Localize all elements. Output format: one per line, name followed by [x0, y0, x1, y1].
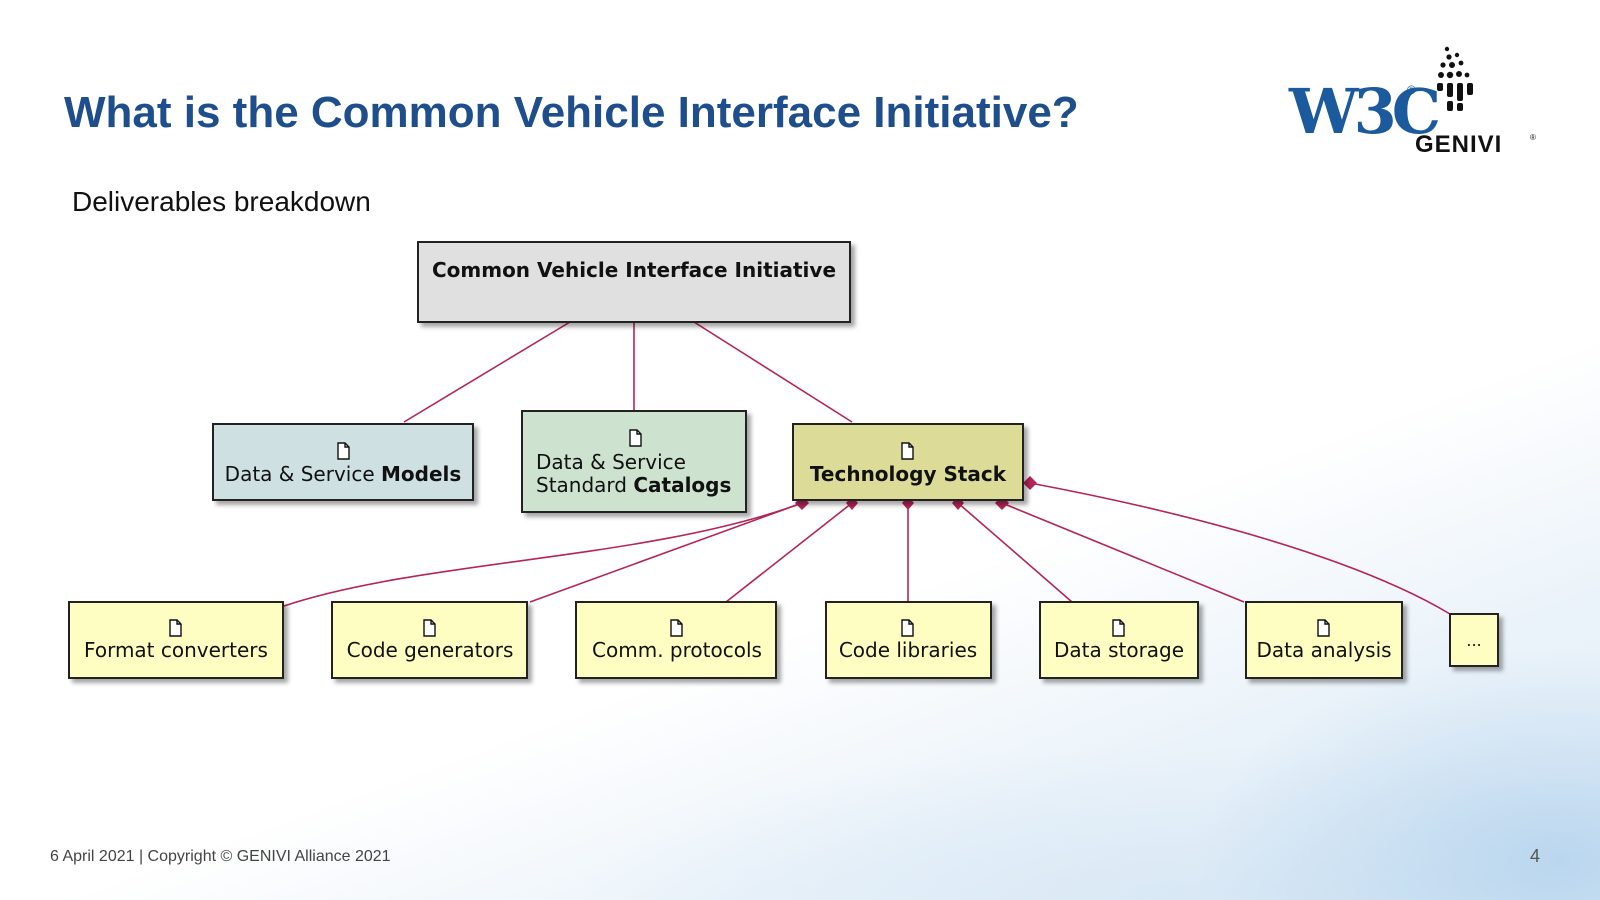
document-icon: [1317, 619, 1330, 637]
logo-area: W3C ® GENIVI ®: [1285, 45, 1545, 165]
connector-format-converters: [283, 502, 803, 607]
node-data-service-models: Data & Service Models: [212, 423, 474, 501]
page-number: 4: [1530, 846, 1541, 866]
leaf-label: Data analysis: [1256, 638, 1391, 662]
connector-data-storage: [957, 502, 1073, 603]
document-icon: [629, 429, 642, 447]
genivi-dots-icon: [1437, 46, 1473, 111]
root-connectors: [403, 321, 853, 423]
node-data-service-catalogs: Data & Service Standard Catalogs: [521, 410, 747, 513]
slide-subtitle: Deliverables breakdown: [72, 186, 371, 217]
connector-root-models: [403, 321, 571, 423]
leaf-label: ...: [1466, 631, 1481, 650]
document-icon: [901, 619, 914, 637]
document-icon: [423, 619, 436, 637]
node-data-analysis: Data analysis: [1245, 601, 1403, 679]
connector-more: [1029, 482, 1451, 615]
slide-title: What is the Common Vehicle Interface Ini…: [64, 88, 1079, 137]
technology-connectors: [283, 482, 1451, 615]
node-data-storage: Data storage: [1039, 601, 1199, 679]
connector-code-generators: [529, 502, 803, 603]
connector-data-analysis: [1001, 502, 1245, 603]
node-catalogs-line2: Standard Catalogs: [536, 473, 731, 497]
node-technology-label: Technology Stack: [810, 462, 1007, 486]
document-icon: [901, 442, 914, 460]
node-models-label: Data & Service Models: [225, 462, 462, 486]
document-icon: [670, 619, 683, 637]
node-comm-protocols: Comm. protocols: [575, 601, 777, 679]
node-root-label: Common Vehicle Interface Initiative: [432, 258, 836, 282]
connector-comm-protocols: [725, 502, 853, 603]
leaf-label: Format converters: [84, 638, 268, 662]
node-more: ...: [1449, 613, 1499, 667]
document-icon: [169, 619, 182, 637]
document-icon: [1112, 619, 1125, 637]
w3c-registered-mark: ®: [1407, 83, 1416, 97]
node-code-generators: Code generators: [331, 601, 528, 679]
leaf-label: Comm. protocols: [592, 638, 762, 662]
genivi-registered-mark: ®: [1530, 133, 1536, 142]
leaf-label: Data storage: [1054, 638, 1184, 662]
leaf-label: Code generators: [347, 638, 514, 662]
genivi-logo: GENIVI: [1415, 131, 1503, 158]
node-catalogs-line1: Data & Service: [536, 450, 686, 474]
connector-root-technology: [693, 321, 853, 423]
leaf-label: Code libraries: [839, 638, 977, 662]
document-icon: [337, 442, 350, 460]
node-code-libraries: Code libraries: [825, 601, 992, 679]
node-root: Common Vehicle Interface Initiative: [417, 241, 851, 323]
node-technology-stack: Technology Stack: [792, 423, 1024, 501]
w3c-logo: W3C: [1289, 75, 1441, 148]
slide-footer: 6 April 2021 | Copyright © GENIVI Allian…: [50, 848, 391, 865]
node-format-converters: Format converters: [68, 601, 284, 679]
